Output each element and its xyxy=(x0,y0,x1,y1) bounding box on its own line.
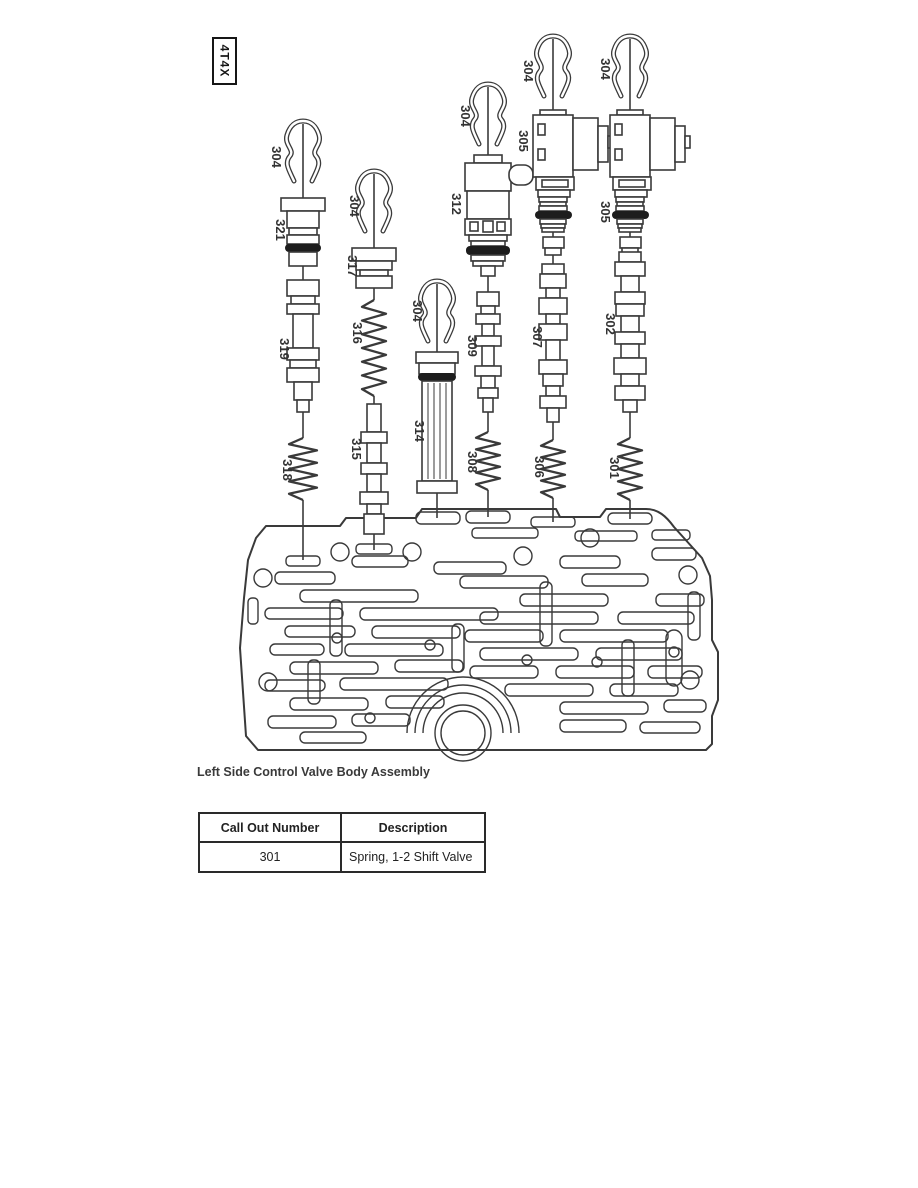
callout-305: 305 xyxy=(598,201,613,223)
valve-319 xyxy=(286,279,320,413)
spring-318 xyxy=(287,436,319,502)
callout-321: 321 xyxy=(273,219,288,241)
callout-table: Call Out Number Description 301 Spring, … xyxy=(198,812,486,873)
spring-316 xyxy=(360,299,388,397)
callout-319: 319 xyxy=(277,338,292,360)
callout-308: 308 xyxy=(465,451,480,473)
callout-304: 304 xyxy=(347,195,362,217)
transmission-code-tag: 4T4X xyxy=(212,37,237,85)
cell-call-out-number: 301 xyxy=(198,841,342,873)
valve-321 xyxy=(280,197,326,267)
valve-302 xyxy=(613,251,647,413)
callout-304: 304 xyxy=(269,146,284,168)
callout-317: 317 xyxy=(345,255,360,277)
header-call-out-number: Call Out Number xyxy=(198,812,342,843)
callout-315: 315 xyxy=(349,438,364,460)
callout-labels: 304 321 319 318 304 317 316 315 304 314 … xyxy=(269,58,622,481)
column-1-parts xyxy=(280,121,326,560)
column-6-parts xyxy=(609,36,691,519)
valve-309 xyxy=(474,291,502,413)
valve-body-bore-boss xyxy=(406,676,520,762)
callout-304: 304 xyxy=(458,105,473,127)
cell-description: Spring, 1-2 Shift Valve xyxy=(340,841,486,873)
solenoid-305 xyxy=(609,109,691,256)
callout-318: 318 xyxy=(280,459,295,481)
column-2-parts xyxy=(351,171,397,550)
column-3-parts xyxy=(415,281,459,518)
callout-312: 312 xyxy=(449,193,464,215)
callout-307: 307 xyxy=(530,326,545,348)
spring-306 xyxy=(539,438,567,500)
table-row: 301 Spring, 1-2 Shift Valve xyxy=(198,841,486,873)
solenoid-305 xyxy=(532,109,614,256)
callout-304: 304 xyxy=(598,58,613,80)
figure-caption: Left Side Control Valve Body Assembly xyxy=(197,765,430,779)
valve-315 xyxy=(359,403,389,535)
callout-304: 304 xyxy=(521,60,536,82)
callout-316: 316 xyxy=(350,322,365,344)
column-5-parts xyxy=(532,36,614,522)
callout-304: 304 xyxy=(410,300,425,322)
spring-301 xyxy=(616,436,644,502)
callout-305: 305 xyxy=(516,130,531,152)
table-header-row: Call Out Number Description xyxy=(198,812,486,843)
spring-308 xyxy=(474,430,502,492)
callout-301: 301 xyxy=(607,457,622,479)
valve-314 xyxy=(415,351,459,494)
valve-body-bolt-holes xyxy=(253,528,700,724)
valve-body-passages xyxy=(247,510,707,744)
callout-314: 314 xyxy=(412,420,427,442)
valve-317 xyxy=(351,247,397,289)
callout-309: 309 xyxy=(465,335,480,357)
valve-body-casting xyxy=(239,508,719,762)
callout-306: 306 xyxy=(532,456,547,478)
callout-302: 302 xyxy=(603,313,618,335)
column-4-parts xyxy=(464,84,534,517)
solenoid-312 xyxy=(464,154,534,277)
valve-307 xyxy=(538,263,568,423)
header-description: Description xyxy=(340,812,486,843)
